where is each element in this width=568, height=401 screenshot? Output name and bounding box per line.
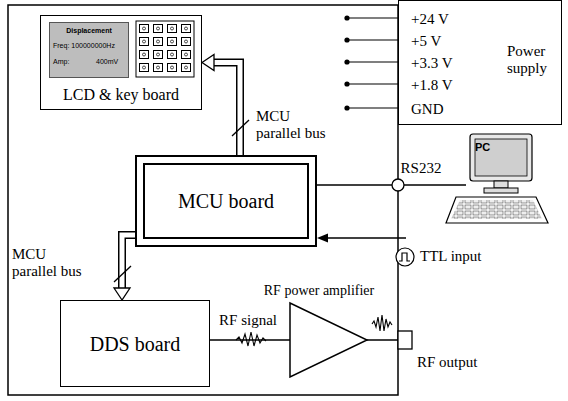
rf-output-wire [367, 339, 398, 341]
arrowhead [114, 288, 130, 300]
ttl-port [396, 248, 414, 266]
node-text: +3.3 V [411, 55, 453, 72]
node-text: LCD & key board [63, 86, 179, 104]
bus-fill [213, 63, 240, 156]
bus-outline [122, 235, 135, 289]
rs232-port [392, 179, 404, 191]
dds-board: DDS board [60, 300, 210, 387]
rf-power-amplifier: RF power amplifier [258, 283, 380, 378]
instrument-housing [8, 5, 398, 395]
node-text: 400mV [96, 58, 118, 66]
keypad [136, 21, 194, 77]
node-text: Freq: 100000000Hz [53, 42, 115, 50]
lcd-screen: DisplacementFreq: 100000000HzAmp: 400mV [49, 22, 129, 78]
node-text: Power supply [507, 43, 559, 76]
bus-arrow [213, 63, 240, 156]
bus-slash [232, 120, 249, 136]
ttl-wire [327, 237, 406, 239]
node-text: DDS board [90, 333, 181, 355]
bus-arrow [122, 235, 135, 289]
pc-icon [446, 134, 548, 223]
arrowhead [317, 234, 328, 243]
bus-outline [213, 63, 240, 156]
output-label: RF output [417, 354, 477, 371]
pulse-symbol [399, 253, 410, 261]
edge-label: RS232 [401, 160, 442, 177]
pc: PC [466, 132, 550, 228]
bus-slash [114, 266, 131, 282]
node-text: PC [475, 141, 490, 153]
node-text: Amp: [53, 58, 69, 66]
keypad-keys [138, 23, 194, 75]
wire [210, 339, 290, 341]
edge-label: MCU parallel bus [256, 108, 332, 141]
node-text: MCU board [178, 190, 274, 212]
edge-label: MCU parallel bus [12, 246, 88, 279]
rf-connector [398, 331, 412, 349]
node-text: +5 V [411, 33, 441, 50]
mcu-board: MCU board [135, 155, 317, 247]
node-text: +1.8 V [411, 77, 453, 94]
signal-line [210, 340, 290, 341]
node-text: Displacement [66, 27, 112, 35]
rf-burst [236, 332, 266, 346]
lcd-key-board: LCD & key board DisplacementFreq: 1000000… [40, 15, 202, 110]
node-text: +24 V [411, 11, 449, 28]
bus-fill [122, 235, 135, 289]
amplifier-triangle [290, 303, 367, 377]
edge-label: RF signal [219, 312, 277, 329]
input-label: TTL input [420, 248, 482, 265]
rf-burst [372, 315, 392, 331]
power-supply-box: +24 V +5 V +3.3 V +1.8 V GND Power supply [398, 0, 562, 125]
node-text: GND [411, 101, 444, 118]
node-text: RF power amplifier [264, 283, 374, 298]
arrowhead [202, 55, 214, 71]
power-wires [347, 18, 398, 108]
power-terminals [344, 15, 349, 110]
